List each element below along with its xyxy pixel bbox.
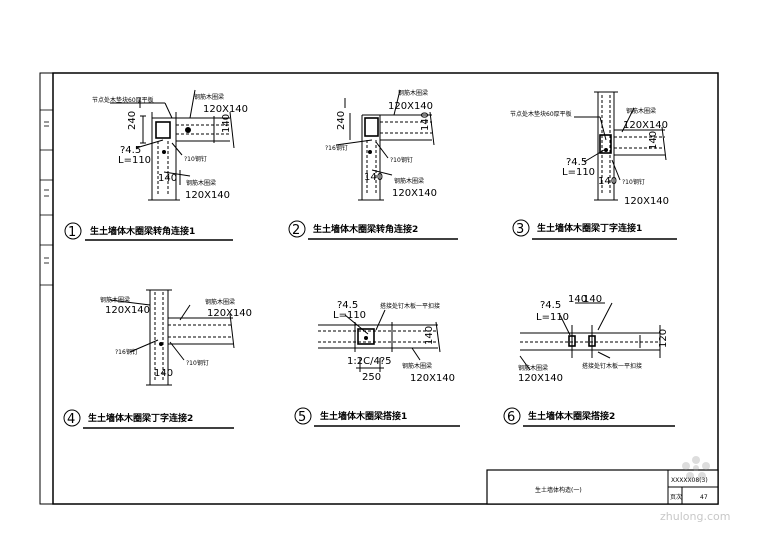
dimension-label: L=110 bbox=[562, 167, 595, 178]
dimension-label: L=110 bbox=[333, 310, 366, 321]
dimension-label: 120X140 bbox=[392, 188, 437, 199]
title-block: 生土墙体构造(一) XXXXX08(3) 页次 47 bbox=[486, 469, 719, 505]
dimension-label: 140 bbox=[154, 368, 173, 379]
dimension-label: 120X140 bbox=[203, 104, 248, 115]
dimension-label: 120X140 bbox=[207, 308, 252, 319]
label: 搭接处钉木板一平扣接 bbox=[380, 302, 440, 310]
detail-number-circle bbox=[63, 409, 81, 427]
dimension-label: L=110 bbox=[536, 312, 569, 323]
detail-number-circle bbox=[288, 220, 306, 238]
dimension-label: ?4.5 bbox=[337, 300, 358, 311]
dimension-label: L=110 bbox=[118, 155, 151, 166]
dimension-label: 140 bbox=[648, 131, 659, 150]
label: 钢筋木圈梁 bbox=[626, 107, 656, 115]
label: ?16钢钉 bbox=[325, 144, 348, 152]
dimension-label: 140 bbox=[424, 326, 435, 345]
title-block-page-label: 页次 bbox=[670, 493, 682, 501]
detail-number-circle bbox=[512, 219, 530, 237]
dimension-label: ?4.5 bbox=[566, 157, 587, 168]
detail-caption: 生土墙体木圈梁转角连接2 bbox=[313, 223, 418, 235]
dimension-label: 120X140 bbox=[105, 305, 150, 316]
label: ?16钢钉 bbox=[115, 348, 138, 356]
dimension-label: 140 bbox=[598, 176, 617, 187]
label: ?10钢钉 bbox=[186, 359, 209, 367]
detail-number: 5 bbox=[298, 410, 306, 425]
title-block-title: 生土墙体构造(一) bbox=[535, 486, 582, 494]
detail-number: 4 bbox=[67, 412, 75, 427]
detail-3: 节点处木垫块60厚平板 120X140 ?4.5 L=110 140 140 1… bbox=[510, 91, 677, 240]
dimension-label: 120 bbox=[658, 329, 669, 348]
detail-number: 3 bbox=[516, 222, 524, 237]
dimension-label: 120X140 bbox=[388, 101, 433, 112]
label: 钢筋木圈梁 bbox=[518, 364, 548, 372]
label: 钢筋木圈梁 bbox=[186, 179, 216, 187]
label: 钢筋木圈梁 bbox=[394, 177, 424, 185]
label: 钢筋木圈梁 bbox=[398, 89, 428, 97]
label: 钢筋木圈梁 bbox=[205, 298, 235, 306]
dimension-label: 140 bbox=[221, 114, 232, 133]
dimension-label: 140 bbox=[568, 294, 587, 305]
watermark-text: zhulong.com bbox=[660, 510, 730, 523]
detail-caption: 生土墙体木圈梁搭接1 bbox=[320, 410, 407, 422]
label: 搭接处钉木板一平扣接 bbox=[582, 362, 642, 370]
detail-1: 节点处木垫块60厚平板 120X140 240 ?4.5 L=110 ?10钢钉… bbox=[64, 89, 248, 241]
dimension-label: 250 bbox=[362, 372, 381, 383]
dimension-label: 120X140 bbox=[185, 190, 230, 201]
label: 节点处木垫块60厚平板 bbox=[92, 96, 154, 104]
dimension-label: 120X140 bbox=[623, 120, 668, 131]
label: ?10钢钉 bbox=[390, 156, 413, 164]
detail-4: 120X140 120X140 ?16钢钉 ?10钢钉 140 钢筋木圈梁 钢筋… bbox=[63, 289, 252, 429]
detail-caption: 生土墙体木圈梁转角连接1 bbox=[90, 225, 195, 237]
detail-number-circle bbox=[503, 407, 521, 425]
detail-caption: 生土墙体木圈梁丁字连接2 bbox=[88, 412, 193, 424]
watermark-logo bbox=[682, 456, 710, 480]
dimension-label: 140 bbox=[364, 172, 383, 183]
title-block-page: 47 bbox=[700, 494, 708, 501]
detail-5: ?4.5 L=110 搭接处钉木板一平扣接 1:2C/4?5 250 120X1… bbox=[294, 300, 460, 427]
label: ?10钢钉 bbox=[622, 178, 645, 186]
label: 钢筋木圈梁 bbox=[402, 362, 432, 370]
dimension-label: 1:2C/4?5 bbox=[347, 356, 391, 367]
dimension-label: 140 bbox=[420, 112, 431, 131]
dimension-label: ?4.5 bbox=[120, 145, 141, 156]
dimension-label: 120X140 bbox=[624, 196, 669, 207]
dimension-label: 140 bbox=[158, 173, 177, 184]
detail-6: ?4.5 L=110 140 140 120X140 搭接处钉木板一平扣接 12… bbox=[503, 294, 675, 427]
detail-number: 6 bbox=[507, 410, 515, 425]
drawing-frame bbox=[52, 72, 719, 505]
detail-caption: 生土墙体木圈梁丁字连接1 bbox=[537, 222, 642, 234]
detail-number-circle bbox=[64, 222, 82, 240]
dimension-label: 120X140 bbox=[410, 373, 455, 384]
detail-2: 120X140 240 ?16钢钉 ?10钢钉 140 120X140 140 … bbox=[288, 89, 458, 240]
dimension-label: 120X140 bbox=[518, 373, 563, 384]
dimension-label: 240 bbox=[336, 111, 347, 130]
dimension-label: 240 bbox=[127, 111, 138, 130]
detail-number: 2 bbox=[292, 223, 300, 238]
detail-caption: 生土墙体木圈梁搭接2 bbox=[528, 410, 615, 422]
dimension-label: ?4.5 bbox=[540, 300, 561, 311]
outer-border bbox=[39, 72, 719, 505]
label: 节点处木垫块60厚平板 bbox=[510, 110, 572, 118]
title-block-drawing-no: XXXXX08(3) bbox=[671, 477, 708, 484]
binding-strip bbox=[40, 109, 53, 286]
label: 钢筋木圈梁 bbox=[194, 93, 224, 101]
label: ?10钢钉 bbox=[184, 155, 207, 163]
label: 钢筋木圈梁 bbox=[100, 296, 130, 304]
detail-number: 1 bbox=[68, 225, 76, 240]
dimension-label: 140 bbox=[583, 294, 602, 305]
detail-number-circle bbox=[294, 407, 312, 425]
